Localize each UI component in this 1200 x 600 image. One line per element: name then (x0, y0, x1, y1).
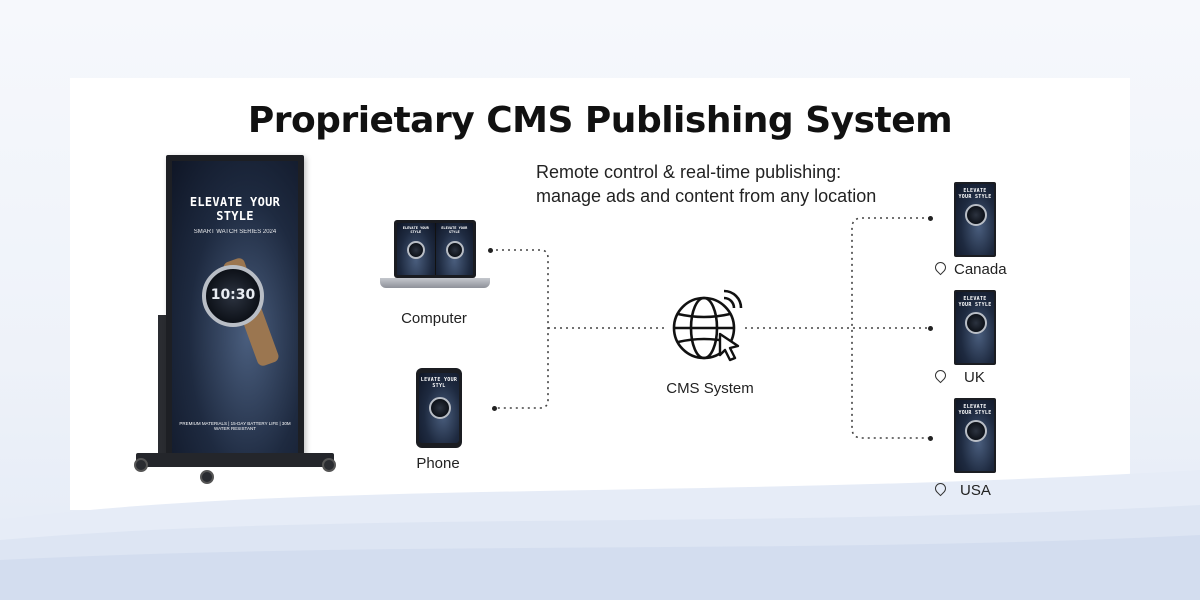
display-usa: ELEVATE YOUR STYLE (954, 398, 996, 473)
connector-dot-usa (928, 436, 933, 441)
kiosk-wheel-middle (200, 470, 214, 484)
display-canada-watch-icon (965, 204, 987, 226)
connector-dot-computer (488, 248, 493, 253)
location-usa: USA (932, 480, 991, 499)
display-canada: ELEVATE YOUR STYLE (954, 182, 996, 257)
kiosk-screen: ELEVATE YOUR STYLE SMART WATCH SERIES 20… (172, 161, 298, 453)
display-uk-screen: ELEVATE YOUR STYLE (956, 292, 994, 363)
kiosk-subheadline: SMART WATCH SERIES 2024 (193, 229, 277, 235)
phone-device: LEVATE YOUR STYL (416, 368, 462, 448)
kiosk-frame: ELEVATE YOUR STYLE SMART WATCH SERIES 20… (166, 155, 304, 460)
phone-label: Phone (416, 455, 460, 472)
connector-dot-phone (492, 406, 497, 411)
globe-cursor-icon (672, 289, 743, 362)
watch-time: 10:30 (210, 287, 256, 303)
kiosk-headline: ELEVATE YOUR STYLE (189, 195, 281, 223)
laptop-watch-icon-right (445, 241, 464, 259)
location-pin-icon (932, 367, 949, 384)
laptop-lid: ELEVATE YOUR STYLE ELEVATE YOUR STYLE (394, 220, 476, 278)
location-usa-name: USA (960, 482, 991, 499)
laptop-screen-left: ELEVATE YOUR STYLE (397, 223, 435, 275)
connector-computer (490, 249, 549, 409)
location-uk-name: UK (964, 369, 985, 386)
display-uk: ELEVATE YOUR STYLE (954, 290, 996, 365)
laptop-watch-icon-left (407, 241, 425, 259)
display-canada-screen: ELEVATE YOUR STYLE (956, 184, 994, 255)
laptop-screen: ELEVATE YOUR STYLE ELEVATE YOUR STYLE (397, 223, 473, 275)
kiosk-post (158, 315, 166, 455)
display-canada-headline: ELEVATE YOUR STYLE (958, 188, 992, 200)
subtitle: Remote control & real-time publishing: m… (536, 160, 956, 208)
display-usa-screen: ELEVATE YOUR STYLE (956, 400, 994, 471)
laptop-screen-right: ELEVATE YOUR STYLE (434, 223, 473, 275)
display-usa-headline: ELEVATE YOUR STYLE (958, 404, 992, 416)
phone-watch-icon (429, 397, 451, 419)
phone-headline: LEVATE YOUR STYL (420, 377, 458, 389)
connector-canada (851, 217, 930, 439)
watch-icon: 10:30 (202, 265, 264, 327)
display-uk-headline: ELEVATE YOUR STYLE (958, 296, 992, 308)
location-pin-icon (932, 480, 949, 497)
kiosk-wheel-right (322, 458, 336, 472)
connector-dot-canada (928, 216, 933, 221)
kiosk-display: ELEVATE YOUR STYLE SMART WATCH SERIES 20… (130, 155, 340, 490)
computer-label: Computer (401, 310, 467, 327)
computer-device: ELEVATE YOUR STYLE ELEVATE YOUR STYLE (380, 220, 490, 300)
subtitle-line-1: Remote control & real-time publishing: (536, 162, 842, 182)
location-canada-name: Canada (954, 261, 1007, 278)
kiosk-wheel-left (134, 458, 148, 472)
laptop-headline-left: ELEVATE YOUR STYLE (402, 226, 429, 234)
kiosk-base (136, 453, 334, 467)
phone-screen: LEVATE YOUR STYL (419, 373, 459, 443)
location-canada: Canada (932, 259, 1007, 278)
kiosk-footer: PREMIUM MATERIALS | 15-DAY BATTERY LIFE … (179, 421, 291, 431)
laptop-headline-right: ELEVATE YOUR STYLE (441, 226, 468, 234)
laptop-base (380, 278, 490, 288)
location-pin-icon (932, 259, 949, 276)
display-usa-watch-icon (965, 420, 987, 442)
location-uk: UK (932, 367, 985, 386)
subtitle-line-2: manage ads and content from any location (536, 186, 877, 206)
background-wave (0, 470, 1200, 600)
connector-dot-uk (928, 326, 933, 331)
cms-label: CMS System (666, 380, 754, 397)
display-uk-watch-icon (965, 312, 987, 334)
page-title: Proprietary CMS Publishing System (247, 100, 953, 141)
